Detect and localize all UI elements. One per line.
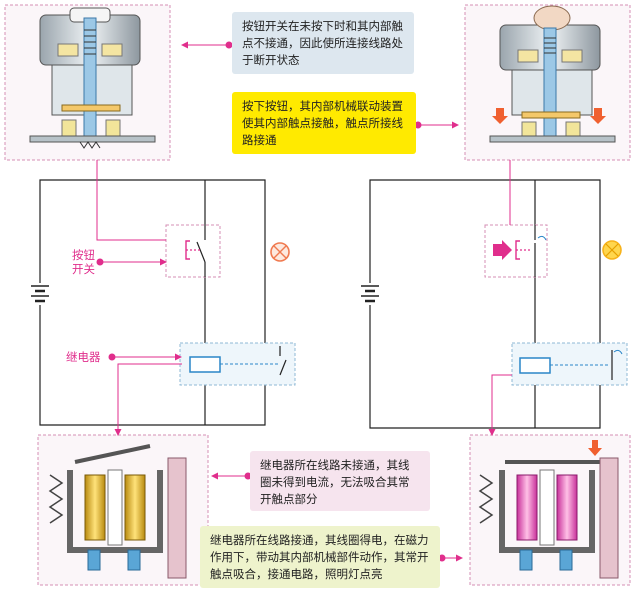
button-switch-cutaway-open (4, 4, 171, 161)
push-button-switch-pressed-symbol (493, 225, 547, 277)
press-arrow-icon (493, 240, 512, 260)
relay-coil-energized-symbol (519, 349, 623, 380)
finger-icon (533, 5, 571, 31)
note-button-open: 按钮开关在未按下时和其内部触点不接通，因此使所连接线路处于断开状态 (232, 12, 414, 74)
relay-cutaway-off (37, 434, 209, 586)
left-circuit (30, 179, 296, 426)
push-button-switch-symbol (185, 225, 206, 277)
down-arrow-icon (492, 108, 508, 124)
battery-icon (30, 283, 50, 305)
label-relay: 继电器 (66, 350, 101, 364)
button-switch-cutaway-pressed (464, 4, 631, 161)
label-button-switch: 按钮开关 (72, 248, 95, 276)
battery-icon (360, 283, 380, 305)
lamp-on-icon (602, 240, 622, 260)
note-relay-off: 继电器所在线路未接通，其线圈未得到电流，无法吸合其常开触点部分 (250, 451, 430, 511)
lamp-off-icon (270, 242, 290, 262)
relay-cutaway-on (469, 434, 631, 586)
right-circuit (360, 179, 628, 429)
note-relay-on: 继电器所在线路接通，其线圈得电，在磁力作用下，带动其内部机械部件动作，其常开触点… (200, 526, 440, 588)
connector-dots (96, 41, 446, 562)
note-button-pressed: 按下按钮，其内部机械联动装置使其内部触点接触，触点所接线路接通 (232, 92, 416, 154)
down-arrow-icon (590, 108, 606, 124)
down-arrow-icon (588, 440, 602, 456)
relay-coil-symbol (189, 346, 287, 376)
connector-lines (96, 41, 512, 562)
